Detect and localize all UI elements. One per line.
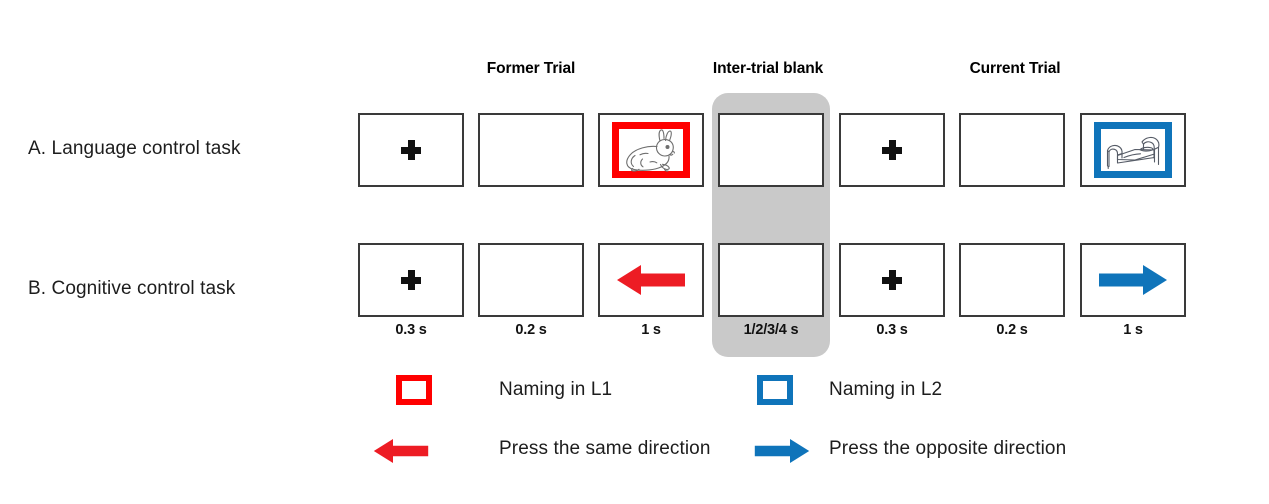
l2-blue-border <box>1094 122 1172 178</box>
legend-label-press-same: Press the same direction <box>499 438 711 459</box>
legend-label-naming-l2: Naming in L2 <box>829 379 943 400</box>
frame-b-arrow-left <box>598 243 704 317</box>
duration-label-2: 0.2 s <box>515 322 547 338</box>
duration-label-6: 0.2 s <box>996 322 1028 338</box>
plus-icon <box>401 270 421 290</box>
duration-label-7: 1 s <box>1123 322 1143 338</box>
frame-b-inter-trial-blank <box>718 243 824 317</box>
row-title-cognitive-control-task: B. Cognitive control task <box>28 278 236 299</box>
plus-icon <box>401 140 421 160</box>
column-header-current-trial: Current Trial <box>969 60 1061 77</box>
l1-red-border <box>612 122 690 178</box>
frame-a-blank-2 <box>959 113 1065 187</box>
frame-b-fixation-2 <box>839 243 945 317</box>
column-header-inter-trial-blank: Inter-trial blank <box>712 60 824 77</box>
duration-label-5: 0.3 s <box>876 322 908 338</box>
legend-label-naming-l1: Naming in L1 <box>499 379 613 400</box>
frame-b-blank-1 <box>478 243 584 317</box>
duration-label-3: 1 s <box>641 322 661 338</box>
legend-marker-naming-l2 <box>757 375 793 405</box>
section-divider <box>2 211 1264 216</box>
frame-a-picture-l2 <box>1080 113 1186 187</box>
frame-a-blank-1 <box>478 113 584 187</box>
row-title-language-control-task: A. Language control task <box>28 138 241 159</box>
frame-a-fixation-1 <box>358 113 464 187</box>
arrow-right-icon <box>754 439 810 463</box>
legend-marker-press-same <box>372 435 429 469</box>
frame-b-blank-2 <box>959 243 1065 317</box>
arrow-right-icon <box>1099 265 1167 295</box>
frame-a-fixation-2 <box>839 113 945 187</box>
arrow-left-icon <box>373 439 429 463</box>
frame-b-arrow-right <box>1080 243 1186 317</box>
legend-marker-naming-l1 <box>396 375 432 405</box>
rabbit-icon <box>626 129 675 172</box>
frame-b-fixation-1 <box>358 243 464 317</box>
column-header-former-trial: Former Trial <box>486 60 576 77</box>
frame-a-picture-l1 <box>598 113 704 187</box>
arrow-left-icon <box>617 265 685 295</box>
legend-marker-press-opposite <box>753 435 810 469</box>
duration-label-1: 0.3 s <box>395 322 427 338</box>
duration-label-inter-trial: 1/2/3/4 s <box>743 322 799 338</box>
frame-a-inter-trial-blank <box>718 113 824 187</box>
bed-icon <box>1106 136 1160 170</box>
legend-label-press-opposite: Press the opposite direction <box>829 438 1067 459</box>
plus-icon <box>882 140 902 160</box>
plus-icon <box>882 270 902 290</box>
